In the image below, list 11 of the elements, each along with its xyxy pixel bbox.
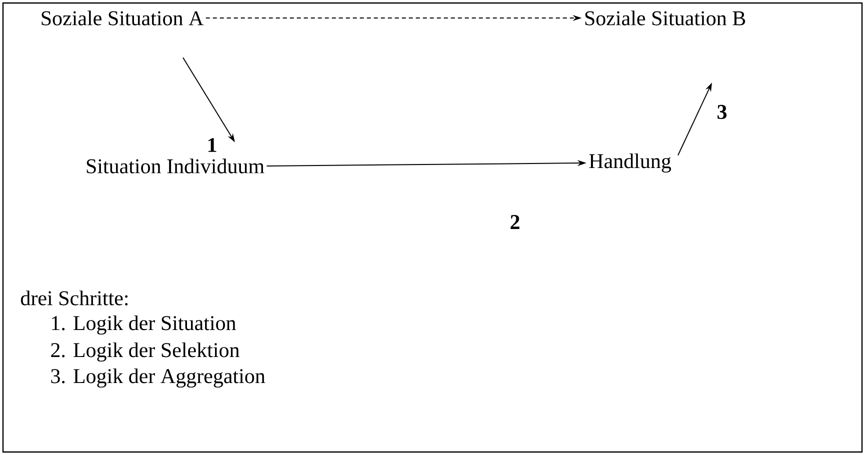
list-item: 1. Logik der Situation [52, 315, 236, 335]
node-text: Situation Individuum [86, 158, 264, 174]
list-item: 2. Logik der Selektion [51, 342, 240, 362]
edge-label: 1 [208, 138, 216, 152]
heading-text: drei Schritte: [20, 290, 128, 306]
node-text: Soziale Situation B [585, 10, 746, 26]
edge-label: 3 [718, 104, 727, 120]
list-item: 3. Logik der Aggregation [51, 368, 266, 388]
edge-label: 2 [510, 215, 520, 229]
node-text: Handlung [589, 153, 672, 173]
node-text: Soziale Situation A [42, 10, 204, 26]
